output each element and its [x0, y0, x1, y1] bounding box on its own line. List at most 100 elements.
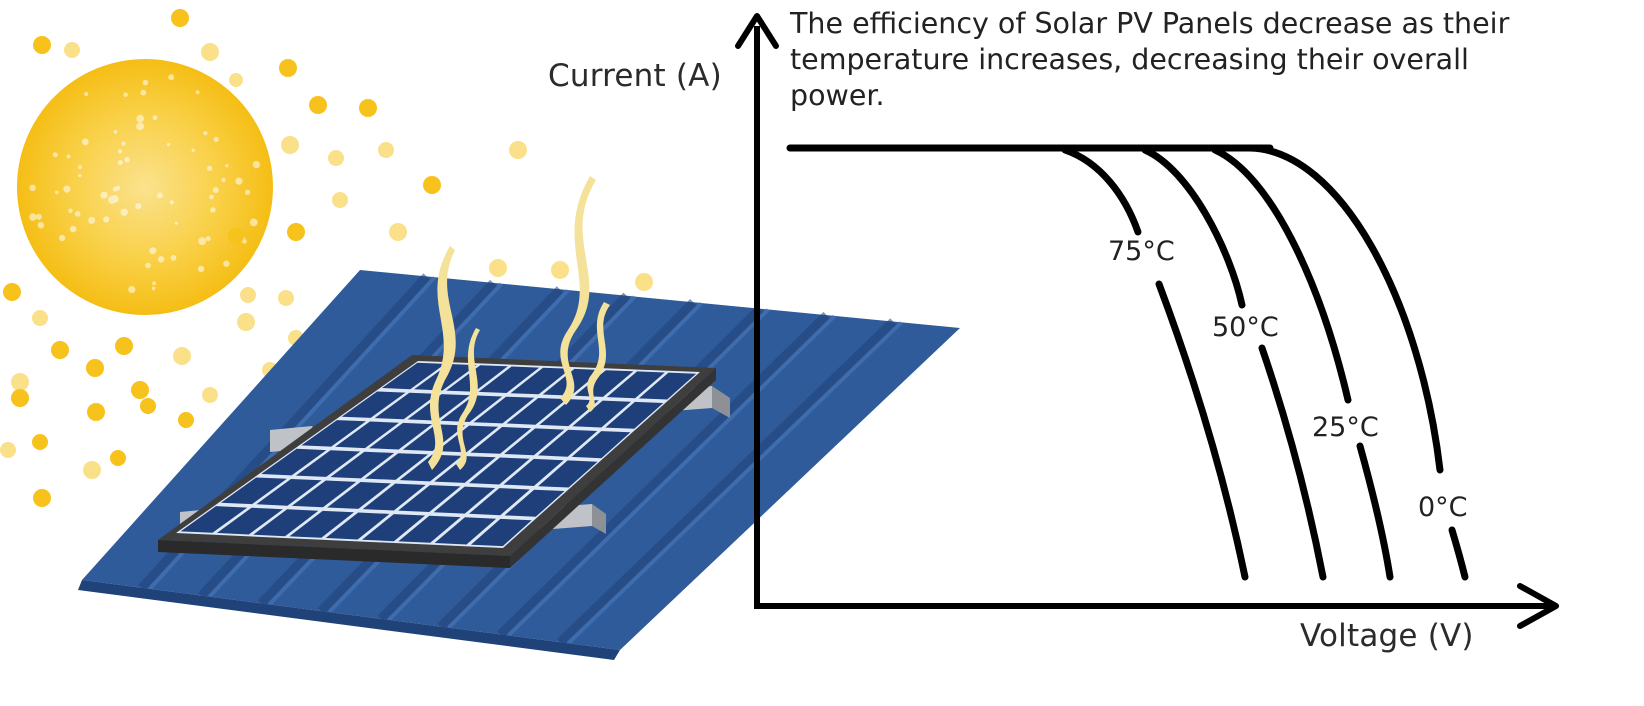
- sun-ray-dot: [64, 42, 80, 58]
- panel-cell: [510, 367, 571, 395]
- panel-cell: [506, 398, 567, 425]
- panel-cell: [468, 457, 530, 485]
- sun-speckle: [221, 177, 226, 182]
- panel-cell: [503, 458, 564, 486]
- sun-ray-dot: [287, 223, 305, 241]
- sun-ray-dot: [173, 347, 191, 365]
- sun-speckle: [103, 216, 110, 223]
- sun-ray-dot: [309, 96, 327, 114]
- roof-rib-highlight: [507, 314, 837, 637]
- sun-speckle: [151, 286, 156, 291]
- sun-speckle: [238, 179, 243, 184]
- curve-label-75c: 75°C: [1108, 236, 1175, 267]
- sun-ray-dot: [110, 450, 126, 466]
- sun-speckle: [29, 213, 37, 221]
- sun-speckle: [124, 157, 130, 163]
- sun-speckle: [205, 236, 211, 242]
- sun-speckle: [166, 143, 171, 147]
- sun-ray-dot: [83, 461, 101, 479]
- panel-cell: [605, 401, 664, 429]
- sun-speckle: [100, 191, 108, 199]
- sun-ray-dot: [228, 228, 244, 244]
- sun-ray-dot: [87, 403, 105, 421]
- sun-ray-dot: [240, 287, 256, 303]
- sun-ray-dot: [389, 223, 407, 241]
- sun-speckle: [140, 89, 147, 96]
- sun-speckle: [252, 160, 261, 169]
- panel-cell: [470, 427, 532, 454]
- sun-speckle: [149, 247, 157, 255]
- sun-ray-dot: [171, 9, 189, 27]
- diagram-caption: The efficiency of Solar PV Panels decrea…: [790, 7, 1510, 112]
- sun-ray-dot: [328, 150, 344, 166]
- sun-speckle: [168, 74, 175, 81]
- panel-cell: [327, 482, 391, 509]
- sun-ray-dot: [140, 398, 156, 414]
- sun-speckle: [157, 256, 165, 263]
- sun-ray-dot: [332, 192, 348, 208]
- roof-rib: [557, 318, 897, 646]
- sun-speckle: [242, 239, 247, 244]
- curve-25c: [1211, 146, 1352, 404]
- sun-speckle: [128, 285, 136, 294]
- sun-speckle: [110, 195, 119, 203]
- panel-cell: [216, 507, 283, 535]
- panel-cell: [504, 428, 565, 456]
- sun-speckle: [29, 184, 36, 191]
- panel-cell: [436, 425, 499, 453]
- sun-ray-dot: [32, 434, 48, 450]
- sun-speckle: [113, 130, 118, 134]
- panel-cell: [362, 514, 426, 542]
- panel-cell: [325, 512, 390, 540]
- roof-rib: [497, 311, 830, 638]
- sun-ray-dot: [115, 337, 133, 355]
- panel-cell: [537, 429, 598, 457]
- sun-ray-dot: [509, 141, 527, 159]
- sun-speckle: [191, 148, 195, 152]
- panel-cell: [398, 515, 461, 543]
- sun-speckle: [78, 173, 82, 178]
- curve-0c: [1246, 144, 1444, 474]
- panel-cell: [398, 485, 461, 512]
- panel-cell: [261, 448, 327, 476]
- sun-ray-dot: [33, 36, 51, 54]
- panel-cell: [539, 399, 599, 427]
- sun-speckle: [169, 200, 174, 205]
- sun-ray-dot: [378, 142, 394, 158]
- curve-75c: [1061, 146, 1142, 236]
- sun-ray-dot: [229, 73, 243, 87]
- panel-cell: [469, 488, 530, 516]
- sun-speckle: [207, 165, 213, 171]
- curve-label-25c: 25°C: [1312, 412, 1379, 443]
- sun-speckle: [249, 218, 258, 227]
- sun-speckle: [117, 149, 123, 154]
- sun-speckle: [112, 186, 118, 192]
- sun-ray-dot: [635, 273, 653, 291]
- iv-curves: [786, 144, 1469, 581]
- sun-speckle: [244, 189, 251, 195]
- sun-ray-dot: [489, 259, 507, 277]
- sun-ray-dot: [32, 310, 48, 326]
- sun-ray-dot: [33, 489, 51, 507]
- sun-speckle: [195, 90, 200, 95]
- chart-axes: [735, 13, 1559, 629]
- sun-speckle: [63, 185, 71, 193]
- sun-speckle: [170, 255, 177, 261]
- sun-speckle: [35, 213, 42, 220]
- sun-speckle: [135, 203, 142, 210]
- sun-speckle: [209, 194, 214, 200]
- sun-speckle: [121, 141, 126, 146]
- sun-speckle: [152, 281, 157, 286]
- panel-cell: [365, 453, 429, 480]
- sun-ray-dot: [11, 373, 29, 391]
- curve-0c-lower: [1448, 526, 1469, 581]
- curve-25c-lower: [1356, 442, 1394, 581]
- sun-speckle: [69, 225, 77, 233]
- sun-speckle: [174, 221, 178, 225]
- sun-speckle: [213, 136, 219, 142]
- sun-speckle: [210, 207, 216, 213]
- sun-speckle: [223, 260, 230, 267]
- sun-speckle: [123, 92, 128, 97]
- panel-cell: [433, 486, 496, 514]
